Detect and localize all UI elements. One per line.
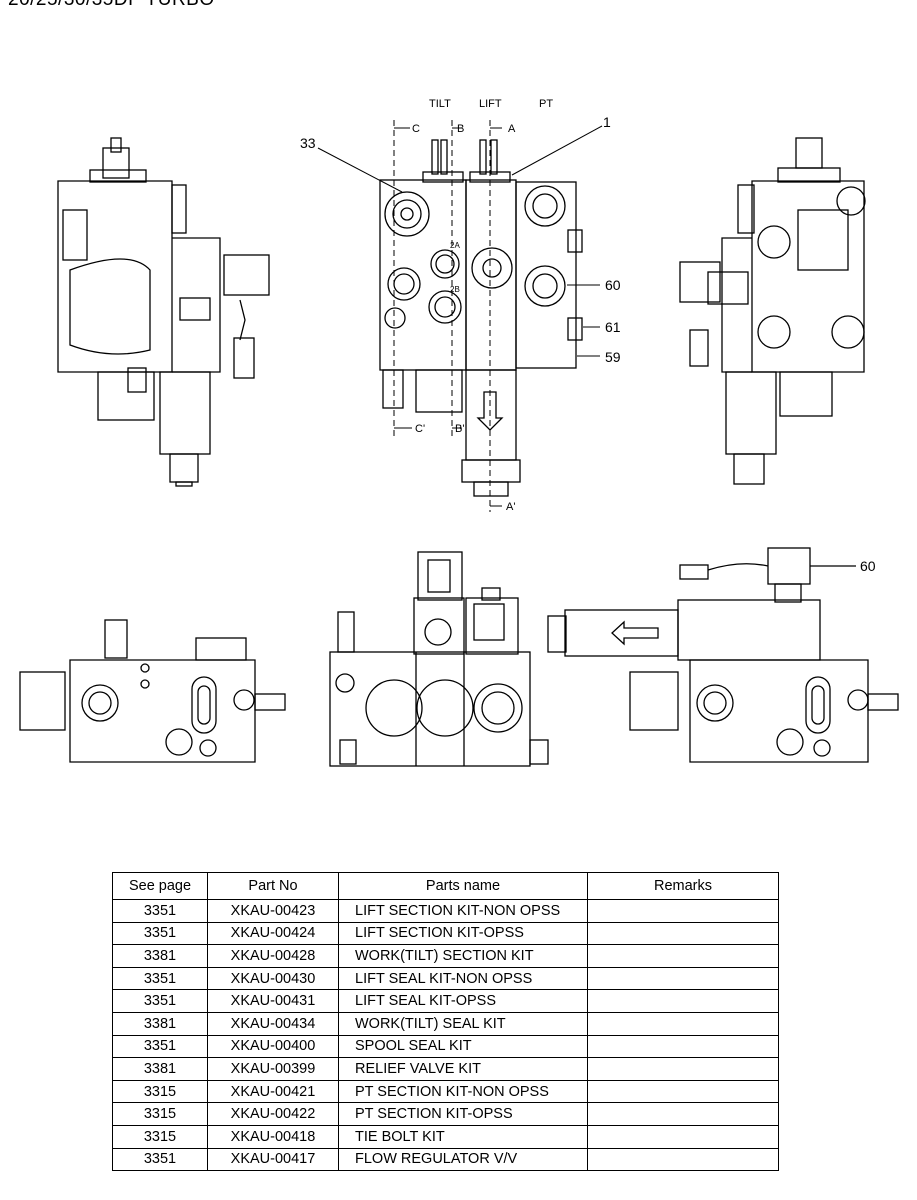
cell-remarks bbox=[587, 989, 779, 1013]
cell-page: 3351 bbox=[112, 966, 208, 991]
cell-part-no: XKAU-00431 bbox=[207, 989, 339, 1013]
cell-remarks bbox=[587, 1034, 779, 1059]
cell-part-no: XKAU-00417 bbox=[207, 1147, 339, 1172]
cell-page: 3381 bbox=[112, 1057, 208, 1081]
cell-name: LIFT SEAL KIT-NON OPSS bbox=[338, 966, 588, 991]
cell-part-no: XKAU-00421 bbox=[207, 1079, 339, 1104]
cell-page: 3351 bbox=[112, 921, 208, 946]
cell-name: WORK(TILT) SECTION KIT bbox=[338, 944, 588, 968]
section-lines bbox=[393, 120, 502, 512]
cell-page: 3315 bbox=[112, 1102, 208, 1126]
cell-part-no: XKAU-00399 bbox=[207, 1057, 339, 1081]
callout-59: 59 bbox=[605, 349, 621, 365]
cell-page: 3381 bbox=[112, 944, 208, 968]
cell-name: LIFT SECTION KIT-NON OPSS bbox=[338, 899, 588, 923]
cell-remarks bbox=[587, 1011, 779, 1036]
cell-name: LIFT SEAL KIT-OPSS bbox=[338, 989, 588, 1013]
header-see-page: See page bbox=[112, 872, 208, 900]
cell-remarks bbox=[587, 1124, 779, 1149]
cell-part-no: XKAU-00418 bbox=[207, 1124, 339, 1149]
cell-part-no: XKAU-00428 bbox=[207, 944, 339, 968]
cell-part-no: XKAU-00422 bbox=[207, 1102, 339, 1126]
table-header-row: See page Part No Parts name Remarks bbox=[112, 872, 779, 900]
cell-part-no: XKAU-00423 bbox=[207, 899, 339, 923]
cell-name: LIFT SECTION KIT-OPSS bbox=[338, 921, 588, 946]
cell-part-no: XKAU-00400 bbox=[207, 1034, 339, 1059]
header-part-no: Part No bbox=[207, 872, 339, 900]
section-mark-c: C bbox=[412, 123, 420, 135]
cell-part-no: XKAU-00434 bbox=[207, 1011, 339, 1036]
cell-remarks bbox=[587, 921, 779, 946]
callout-60: 60 bbox=[605, 277, 621, 293]
cell-remarks bbox=[587, 899, 779, 923]
right-side-view bbox=[679, 137, 866, 485]
cell-remarks bbox=[587, 1079, 779, 1104]
cell-remarks bbox=[587, 1102, 779, 1126]
section-mark-c-prime: C' bbox=[415, 423, 425, 435]
cell-name: FLOW REGULATOR V/V bbox=[338, 1147, 588, 1172]
cell-name: PT SECTION KIT-NON OPSS bbox=[338, 1079, 588, 1104]
cell-remarks bbox=[587, 966, 779, 991]
callout-1: 1 bbox=[603, 114, 611, 130]
cell-part-no: XKAU-00424 bbox=[207, 921, 339, 946]
cell-name: TIE BOLT KIT bbox=[338, 1124, 588, 1149]
parts-table: See page Part No Parts name Remarks 3351… bbox=[112, 872, 779, 1172]
cell-page: 3315 bbox=[112, 1124, 208, 1149]
callout-leaders bbox=[317, 125, 603, 357]
section-mark-a: A bbox=[508, 123, 516, 135]
cell-remarks bbox=[587, 944, 779, 968]
callout-60-bottom: 60 bbox=[860, 558, 876, 574]
cell-page: 3351 bbox=[112, 989, 208, 1013]
engraving-2b: 2B bbox=[450, 285, 460, 294]
cell-remarks bbox=[587, 1147, 779, 1172]
front-view bbox=[379, 139, 583, 497]
cell-name: WORK(TILT) SEAL KIT bbox=[338, 1011, 588, 1036]
port-label-tilt: TILT bbox=[429, 98, 451, 110]
callout-61: 61 bbox=[605, 319, 621, 335]
section-mark-b-prime: B' bbox=[455, 423, 464, 435]
cell-page: 3351 bbox=[112, 1147, 208, 1172]
section-mark-a-prime: A' bbox=[506, 501, 515, 513]
port-label-lift: LIFT bbox=[479, 98, 502, 110]
cell-part-no: XKAU-00430 bbox=[207, 966, 339, 991]
header-parts-name: Parts name bbox=[338, 872, 588, 900]
cell-name: SPOOL SEAL KIT bbox=[338, 1034, 588, 1059]
engraving-2a: 2A bbox=[450, 241, 460, 250]
cell-name: RELIEF VALVE KIT bbox=[338, 1057, 588, 1081]
bottom-center-view bbox=[329, 551, 549, 767]
cell-remarks bbox=[587, 1057, 779, 1081]
bottom-left-view bbox=[19, 619, 286, 763]
callout-33: 33 bbox=[300, 135, 316, 151]
cell-name: PT SECTION KIT-OPSS bbox=[338, 1102, 588, 1126]
left-side-view bbox=[57, 137, 270, 487]
cell-page: 3381 bbox=[112, 1011, 208, 1036]
port-label-pt: PT bbox=[539, 98, 553, 110]
page-title: 20/25/30/35DF TURBO bbox=[8, 0, 215, 11]
bottom-right-view bbox=[547, 547, 899, 763]
cell-page: 3351 bbox=[112, 1034, 208, 1059]
cell-page: 3315 bbox=[112, 1079, 208, 1104]
header-remarks: Remarks bbox=[587, 872, 779, 900]
cell-page: 3351 bbox=[112, 899, 208, 923]
section-mark-b: B bbox=[457, 123, 464, 135]
valve-assembly-drawing: TILT LIFT PT C B A C' B' A' 2A 2B 33 1 6… bbox=[19, 98, 899, 767]
